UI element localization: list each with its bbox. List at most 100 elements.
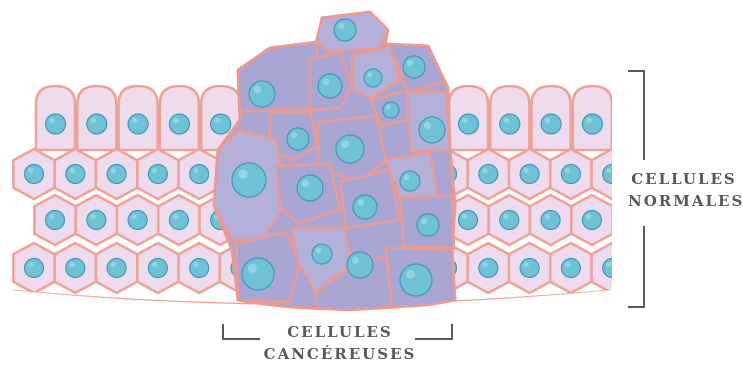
normal-cell-nucleus-highlight (173, 118, 179, 124)
normal-cell-nucleus-highlight (545, 214, 550, 219)
normal-cell-nucleus (541, 114, 561, 134)
normal-cell-nucleus-highlight (132, 214, 137, 219)
cancer-cell-nucleus (347, 252, 373, 278)
normal-cell-nucleus-highlight (524, 168, 529, 173)
normal-cell-nucleus-highlight (49, 118, 55, 124)
normal-cell-nucleus-highlight (69, 262, 74, 267)
normal-cell-nucleus-highlight (565, 168, 570, 173)
normal-cell-nucleus (459, 114, 479, 134)
normal-cell-nucleus-highlight (28, 262, 33, 267)
normal-cell-nucleus-highlight (193, 168, 198, 173)
normal-cell-nucleus-highlight (482, 168, 487, 173)
normal-cell-nucleus-highlight (524, 262, 529, 267)
cancer-cell-nucleus-highlight (404, 175, 410, 181)
cancer-cell-nucleus-highlight (291, 132, 297, 138)
normal-cell-nucleus-highlight (69, 168, 74, 173)
cancer-cell-nucleus-highlight (367, 72, 372, 77)
normal-cell-nucleus-highlight (214, 118, 220, 124)
normal-bracket-bottom-tick (628, 306, 645, 308)
cancer-cell-nucleus (419, 117, 445, 143)
cancer-cell-nucleus-highlight (302, 180, 309, 187)
normal-cell (592, 243, 633, 293)
normal-cell-nucleus (459, 211, 478, 230)
normal-cell-nucleus (561, 259, 580, 278)
normal-cell-nucleus (107, 259, 126, 278)
cancer-cell-nucleus (364, 69, 382, 87)
normal-cells-label-line2: NORMALES (628, 190, 740, 212)
normal-cell-nucleus (66, 165, 85, 184)
cancer-cell-nucleus-highlight (248, 264, 257, 273)
normal-cell-nucleus (211, 114, 231, 134)
cancer-cell-nucleus-highlight (386, 105, 390, 109)
normal-cell-nucleus (128, 114, 148, 134)
cancer-cell-nucleus (312, 244, 332, 264)
normal-cell-nucleus (87, 114, 107, 134)
normal-cell-nucleus (148, 259, 167, 278)
normal-cell-nucleus (603, 165, 622, 184)
cancer-cell-nucleus-highlight (341, 140, 349, 148)
normal-cell-nucleus-highlight (627, 118, 633, 124)
normal-cell-nucleus (66, 259, 85, 278)
normal-cell-nucleus (500, 114, 520, 134)
normal-cell-nucleus (25, 259, 44, 278)
cancer-cells-label-line2: CANCÉREUSES (246, 343, 434, 365)
cancer-cell-nucleus (249, 81, 275, 107)
cancer-cells-label-line1: CELLULES (246, 321, 434, 343)
cancer-cell-nucleus-highlight (406, 270, 415, 279)
normal-cell-nucleus (46, 211, 65, 230)
normal-cell-nucleus (169, 211, 188, 230)
cancer-cell-nucleus (287, 128, 309, 150)
cancer-cell-nucleus-highlight (316, 248, 322, 254)
normal-cell-nucleus-highlight (152, 168, 157, 173)
normal-cell-nucleus-highlight (132, 118, 138, 124)
normal-cell-nucleus (107, 165, 126, 184)
normal-cell-nucleus-highlight (503, 214, 508, 219)
normal-cell-nucleus-highlight (504, 118, 510, 124)
cancer-cell-nucleus (232, 163, 266, 197)
normal-cell-nucleus-highlight (586, 214, 591, 219)
cancer-cell-nucleus-highlight (424, 122, 431, 129)
cancer-cell-nucleus (403, 56, 425, 78)
cancer-bracket-right-tick (451, 324, 453, 340)
cancer-cell-nucleus-highlight (352, 257, 359, 264)
normal-cell (592, 149, 633, 199)
normal-cell-nucleus-highlight (111, 168, 116, 173)
normal-cell (614, 86, 653, 150)
normal-cell-nucleus (46, 114, 66, 134)
normal-bracket-upper (643, 70, 645, 160)
normal-cell-nucleus (541, 211, 560, 230)
normal-cell-nucleus (128, 211, 147, 230)
normal-cell-nucleus-highlight (152, 262, 157, 267)
normal-cell-nucleus-highlight (586, 118, 592, 124)
normal-cell-nucleus (148, 165, 167, 184)
cancer-cell-nucleus (400, 264, 432, 296)
normal-cell-nucleus-highlight (462, 118, 468, 124)
cancer-cell-nucleus (383, 102, 399, 118)
cancer-cell-nucleus (334, 19, 356, 41)
normal-cell-nucleus (87, 211, 106, 230)
normal-cell-nucleus (479, 259, 498, 278)
cancer-cell-nucleus-highlight (254, 86, 261, 93)
normal-cell-nucleus-highlight (606, 262, 611, 267)
normal-cell-nucleus (624, 114, 644, 134)
normal-cell-nucleus (603, 259, 622, 278)
normal-cell-nucleus-highlight (545, 118, 551, 124)
normal-cell-nucleus (190, 259, 209, 278)
cancer-cells-label: CELLULES CANCÉREUSES (246, 321, 434, 365)
normal-cell-nucleus-highlight (173, 214, 178, 219)
normal-cell-nucleus (520, 259, 539, 278)
normal-cell-nucleus-highlight (193, 262, 198, 267)
normal-cell-nucleus-highlight (91, 118, 97, 124)
cancer-cell (238, 42, 318, 112)
normal-cell-nucleus-highlight (606, 168, 611, 173)
normal-cell-nucleus-highlight (462, 214, 467, 219)
normal-cell-nucleus-highlight (90, 214, 95, 219)
normal-cell-nucleus-highlight (111, 262, 116, 267)
cancer-cells-mass (214, 12, 455, 310)
normal-cell-nucleus (190, 165, 209, 184)
cancer-cell-nucleus-highlight (421, 218, 427, 224)
normal-cell-nucleus-highlight (565, 262, 570, 267)
cancer-cell-nucleus-highlight (407, 60, 413, 66)
cancer-cell-nucleus (400, 171, 420, 191)
